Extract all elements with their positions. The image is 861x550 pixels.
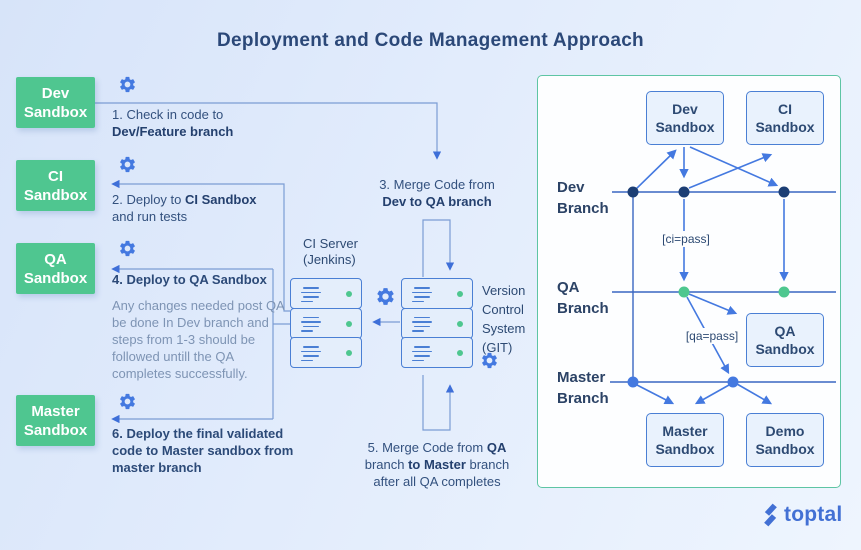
vcs-label: Version Control System (GIT) <box>482 283 526 355</box>
gear-icon <box>118 155 137 174</box>
status-dot <box>346 350 352 357</box>
step-6-text: 6. Deploy the final validated code to Ma… <box>112 426 294 475</box>
ci-pass-guard: [ci=pass] <box>656 231 716 247</box>
gear-icon <box>375 286 396 307</box>
toptal-logo-icon <box>764 503 777 527</box>
dev-sandbox-box: Dev Sandbox <box>16 77 95 128</box>
status-dot <box>457 291 463 297</box>
step-4-title: 4. Deploy to QA Sandbox <box>112 272 267 287</box>
qa-branch-label: QA Branch <box>557 279 609 317</box>
master-branch-label: Master Branch <box>557 369 609 407</box>
ci-sandbox-label: CI <box>48 167 63 185</box>
dev-branch-label: Dev Branch <box>557 179 609 217</box>
status-dot <box>457 320 463 327</box>
ci-sandbox-box: CI Sandbox <box>16 160 95 211</box>
step-4-note: Any changes needed post QA be done In De… <box>112 298 285 381</box>
master-sandbox-box: Master Sandbox <box>16 395 95 446</box>
status-dot <box>457 350 463 357</box>
brand-logo: toptal <box>762 503 842 527</box>
master-sandbox-label: Master <box>31 402 80 420</box>
panel-demo-sandbox-box: Demo Sandbox <box>746 413 824 467</box>
panel-qa-sandbox-box: QA Sandbox <box>746 313 824 367</box>
ci-server-icon <box>290 278 362 369</box>
panel-ci-sandbox-box: CI Sandbox <box>746 91 824 145</box>
qa-sandbox-label: QA <box>44 250 67 268</box>
step-2-text: 2. Deploy to CI Sandbox and run tests <box>112 192 257 224</box>
step-1-text: 1. Check in code to Dev/Feature branch <box>112 107 234 139</box>
panel-master-sandbox-box: Master Sandbox <box>646 413 724 467</box>
page-title: Deployment and Code Management Approach <box>217 30 644 51</box>
dev-sandbox-label: Dev <box>41 84 70 102</box>
status-dot <box>346 320 352 327</box>
gear-icon <box>118 239 137 258</box>
status-dot <box>346 291 352 297</box>
gear-icon <box>118 75 137 94</box>
panel-dev-sandbox-box: Dev Sandbox <box>646 91 724 145</box>
qa-sandbox-box: QA Sandbox <box>16 243 95 294</box>
brand-name: toptal <box>784 503 843 526</box>
ci-server-label: CI Server (Jenkins) <box>303 236 358 267</box>
vcs-server-icon <box>401 278 473 369</box>
gear-icon <box>118 392 137 411</box>
step-5-text: 5. Merge Code from QA branch to Master b… <box>364 440 510 489</box>
step-3-text: 3. Merge Code from Dev to QA branch <box>379 177 495 209</box>
qa-pass-guard: [qa=pass] <box>681 328 743 344</box>
